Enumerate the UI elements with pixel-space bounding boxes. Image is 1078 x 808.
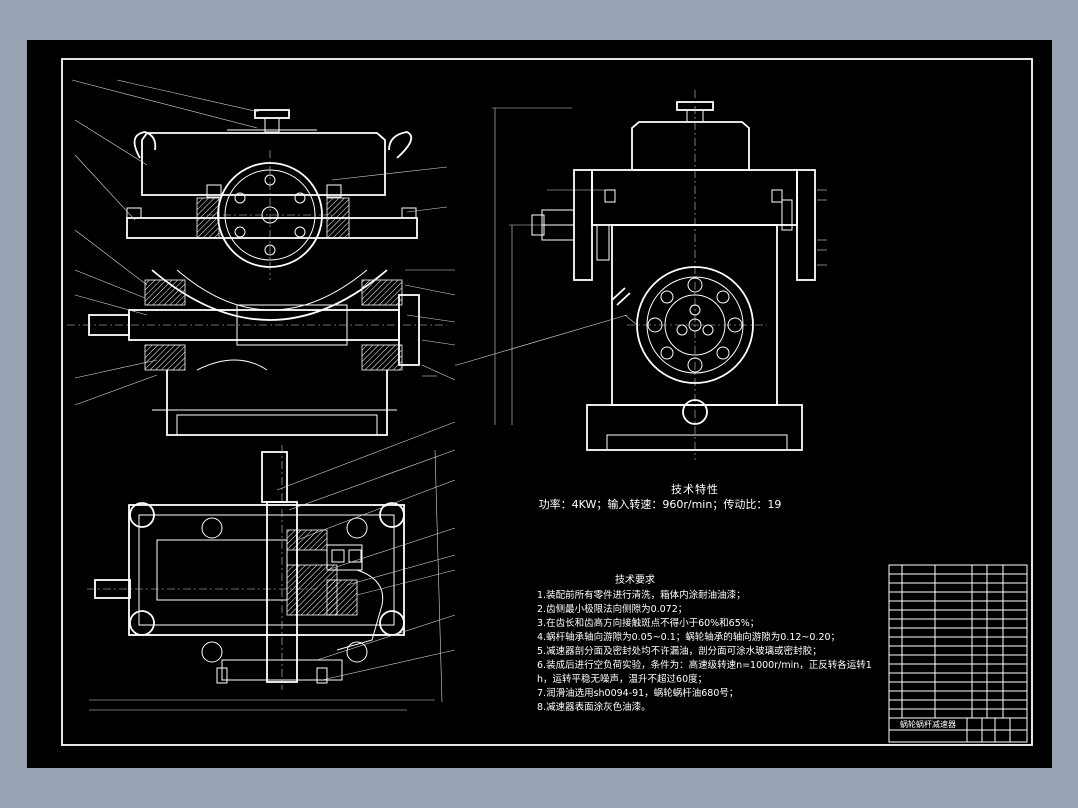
requirement-5: 5.减速器剖分面及密封处均不许漏油，剖分面可涂水玻璃或密封胶； [537, 645, 822, 657]
title-block: 蜗轮蜗杆减速器 [888, 717, 1028, 743]
requirement-4: 4.蜗杆轴承轴向游隙为0.05~0.1；蜗轮轴承的轴向游隙为0.12~0.20； [537, 631, 840, 643]
requirement-7: h，运转平稳无噪声，温升不超过60度； [537, 673, 707, 685]
title-block-name: 蜗轮蜗杆减速器 [900, 719, 956, 729]
tech-title: 技术特性 [671, 482, 719, 496]
side-view [456, 90, 827, 460]
tech-spec: 功率：4KW；输入转速：960r/min；传动比：19 [539, 497, 782, 511]
top-view [87, 421, 456, 711]
drawing-canvas: 技术特性 功率：4KW；输入转速：960r/min；传动比：19 技术要求 1.… [61, 58, 1033, 746]
requirement-6: 6.装成后进行空负荷实验，条件为：高速级转速n=1000r/min，正反转各运转… [537, 659, 872, 671]
drawing-frame [61, 58, 1033, 746]
requirement-9: 8.减速器表面涂灰色油漆。 [537, 701, 651, 713]
requirement-8: 7.润滑油选用sh0094-91，蜗轮蜗杆油680号； [537, 687, 738, 699]
cad-viewport[interactable]: 技术特性 功率：4KW；输入转速：960r/min；传动比：19 技术要求 1.… [27, 40, 1052, 768]
requirement-2: 2.齿侧最小极限法向侧隙为0.072； [537, 603, 687, 615]
parts-list [888, 564, 1028, 719]
requirement-3: 3.在齿长和齿高方向接触斑点不得小于60%和65%； [537, 617, 759, 629]
requirement-1: 1.装配前所有零件进行清洗，箱体内涂耐油油漆； [537, 589, 746, 601]
requirements-list: 1.装配前所有零件进行清洗，箱体内涂耐油油漆； 2.齿侧最小极限法向侧隙为0.0… [537, 589, 872, 713]
front-section-view [67, 79, 457, 436]
req-title: 技术要求 [615, 573, 655, 586]
